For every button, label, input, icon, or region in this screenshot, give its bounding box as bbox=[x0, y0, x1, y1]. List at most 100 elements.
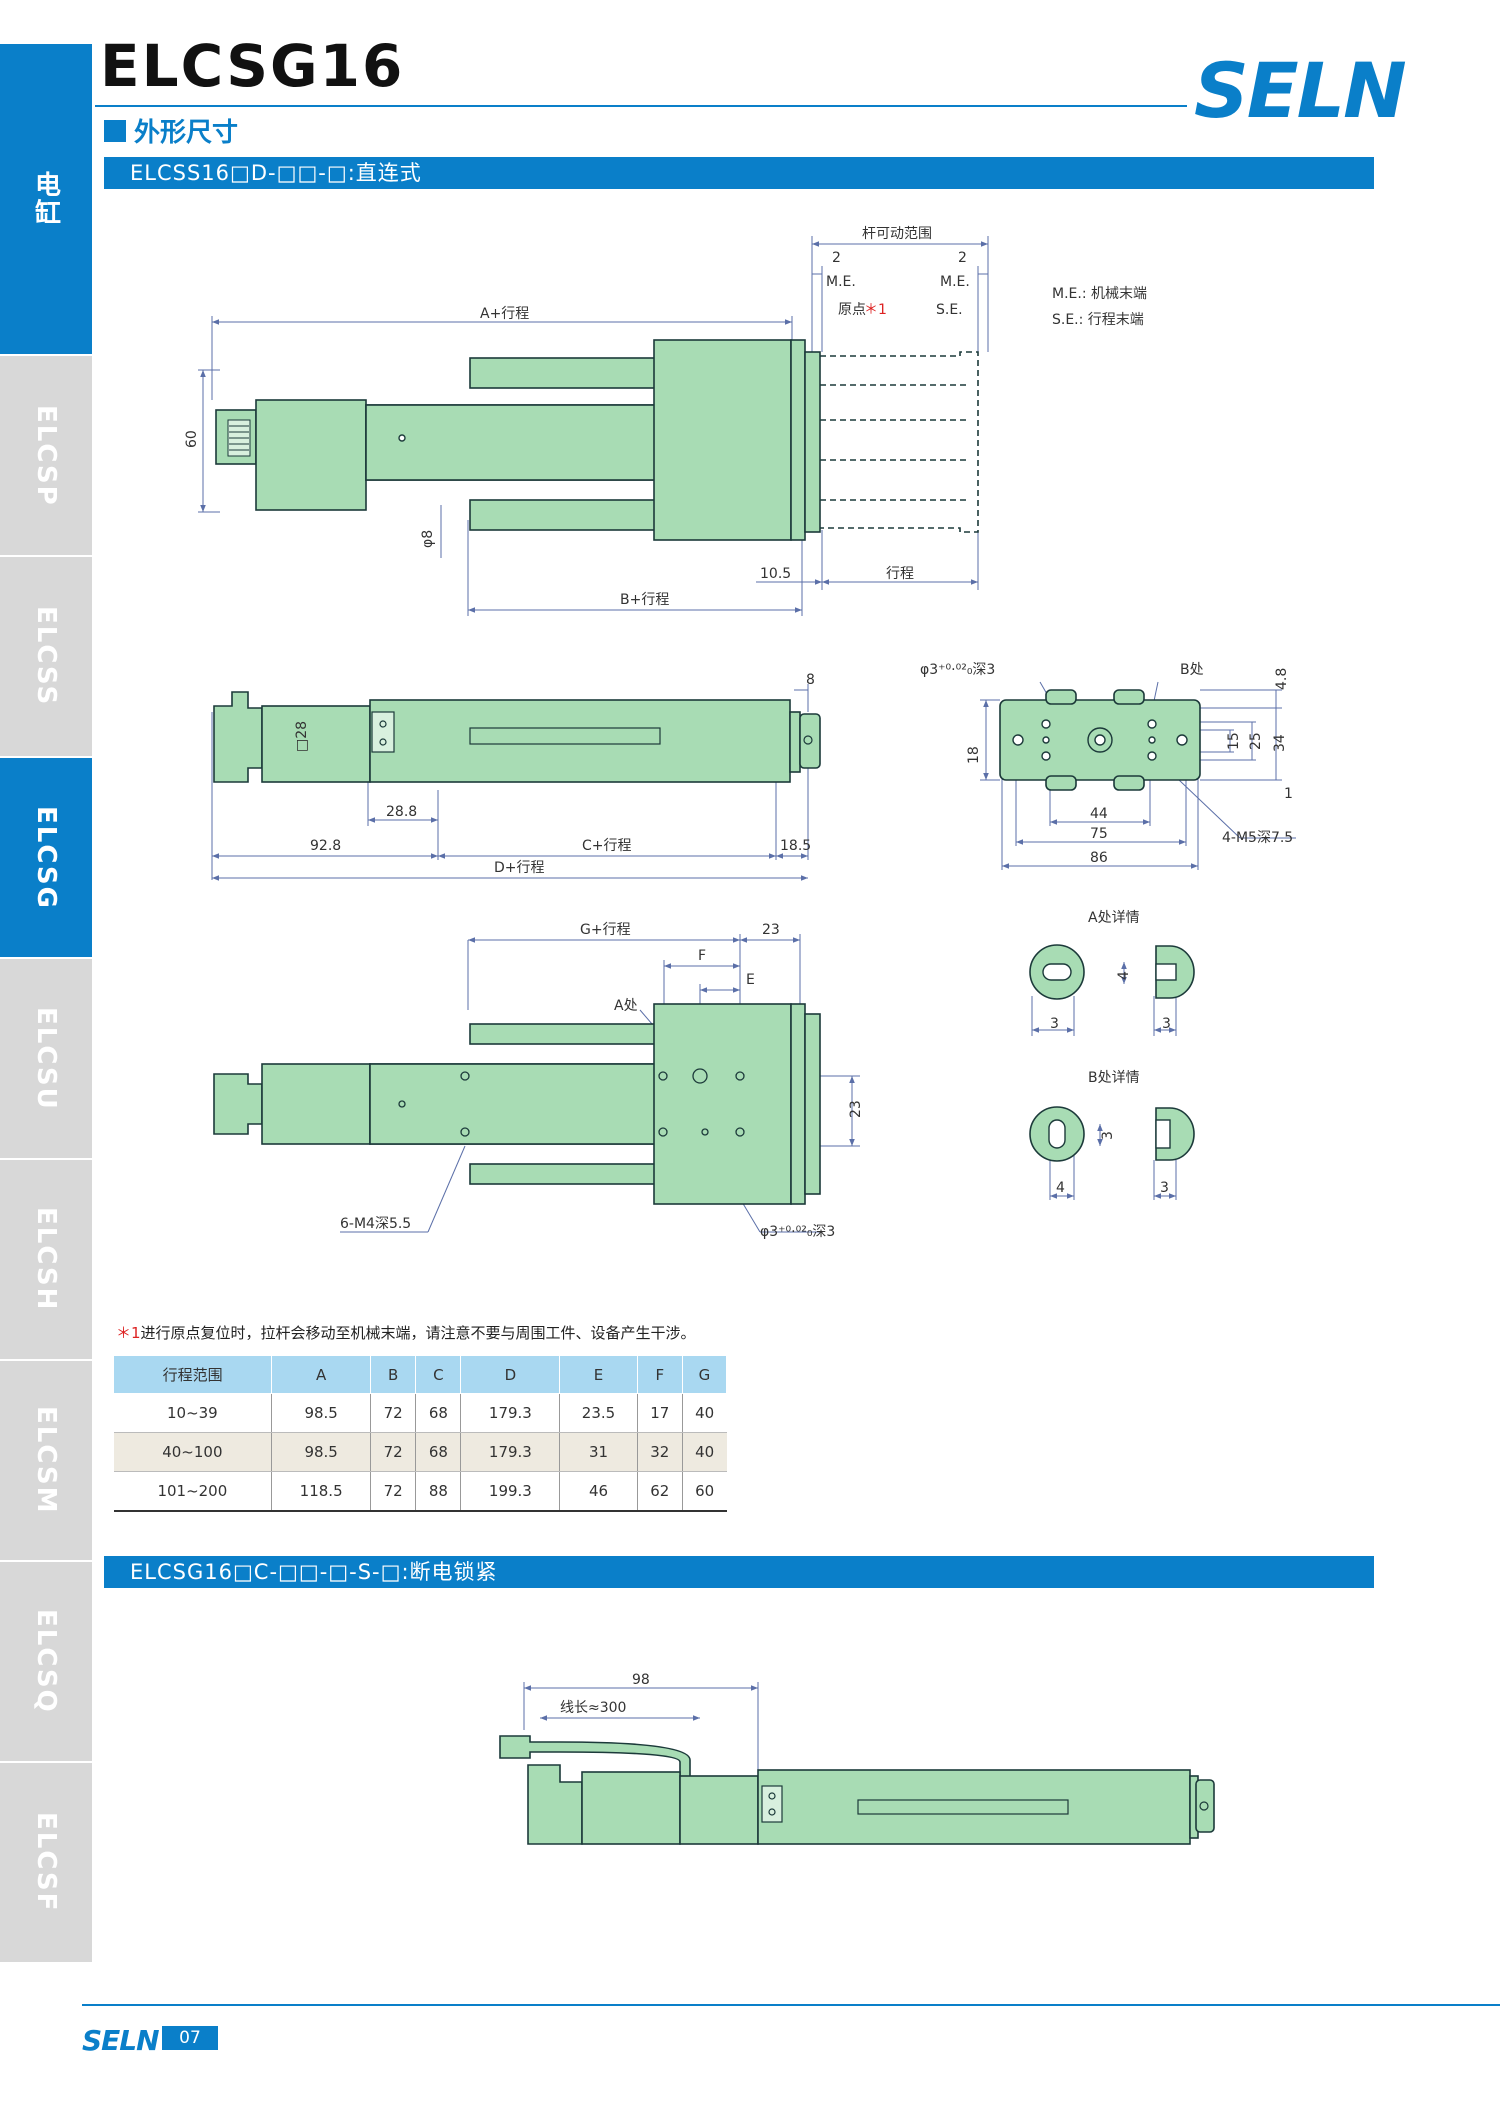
table-cell: 10~39 bbox=[113, 1393, 273, 1433]
dim-me-right: M.E. bbox=[940, 274, 970, 290]
table-row: 10~39 98.5 72 68 179.3 23.5 17 40 bbox=[113, 1393, 727, 1433]
tab-elcsf[interactable]: ELCSF bbox=[0, 1763, 92, 1964]
stroke-spec-table: 行程范围 A B C D E F G 10~39 98.5 72 68 179.… bbox=[112, 1355, 728, 1512]
tab-elcsu[interactable]: ELCSU bbox=[0, 959, 92, 1160]
dim-rod-range: 杆可动范围 bbox=[862, 225, 932, 242]
table-header-row: 行程范围 A B C D E F G bbox=[112, 1355, 728, 1394]
section-bar-brake: ELCSG16□C-□□-□-S-□:断电锁紧 bbox=[104, 1556, 1374, 1588]
tab-label: ELCSM bbox=[31, 1406, 61, 1515]
tab-label: ELCSG bbox=[31, 805, 61, 910]
dim-15: 15 bbox=[1226, 732, 1242, 750]
dim-b-stroke: B+行程 bbox=[620, 592, 669, 608]
footer-divider bbox=[82, 2004, 1500, 2006]
table-cell: 40~100 bbox=[113, 1432, 273, 1472]
dim-g-stroke: G+行程 bbox=[580, 922, 631, 938]
detail-b-4: 4 bbox=[1056, 1180, 1065, 1196]
table-header: B bbox=[370, 1355, 417, 1394]
tab-elcsq[interactable]: ELCSQ bbox=[0, 1562, 92, 1763]
tab-label: ELCSH bbox=[31, 1207, 61, 1312]
dim-m5: 4-M5深7.5 bbox=[1222, 830, 1293, 846]
dim-34: 34 bbox=[1272, 734, 1288, 752]
tab-elcsp[interactable]: ELCSP bbox=[0, 356, 92, 557]
table-cell: 101~200 bbox=[113, 1471, 273, 1512]
dim-sq28: □28 bbox=[294, 721, 310, 752]
table-cell: 179.3 bbox=[460, 1432, 561, 1472]
dim-star1: ＊1 bbox=[864, 302, 887, 318]
table-cell: 46 bbox=[559, 1471, 638, 1512]
table-row: 40~100 98.5 72 68 179.3 31 32 40 bbox=[113, 1432, 727, 1472]
tab-label: ELCSU bbox=[31, 1006, 61, 1111]
table-cell: 40 bbox=[682, 1432, 727, 1472]
dim-phi3-top: φ3⁺⁰·⁰²₀深3 bbox=[920, 662, 995, 678]
footer-logo: SELN bbox=[82, 2024, 160, 2057]
dim-23-side: 23 bbox=[848, 1100, 864, 1118]
tab-elcsm[interactable]: ELCSM bbox=[0, 1361, 92, 1562]
dim-me-left: M.E. bbox=[826, 274, 856, 290]
section-title: 外形尺寸 bbox=[104, 112, 238, 149]
dim-18: 18 bbox=[966, 746, 982, 764]
table-header: E bbox=[559, 1355, 638, 1394]
table-cell: 118.5 bbox=[271, 1471, 372, 1512]
page-title: ELCSG16 bbox=[100, 32, 405, 100]
table-cell: 72 bbox=[370, 1393, 417, 1433]
detail-b-3-right: 3 bbox=[1160, 1180, 1169, 1196]
legend-se: S.E.: 行程末端 bbox=[1052, 312, 1144, 328]
dim-2-right: 2 bbox=[958, 250, 967, 266]
tab-elcsh[interactable]: ELCSH bbox=[0, 1160, 92, 1361]
dim-8: 8 bbox=[806, 672, 815, 688]
tab-label: ELCSQ bbox=[31, 1609, 61, 1714]
tab-label: 电缸 bbox=[30, 171, 61, 227]
table-cell: 17 bbox=[637, 1393, 683, 1433]
note-text: 进行原点复位时，拉杆会移动至机械末端，请注意不要与周围工件、设备产生干涉。 bbox=[140, 1324, 696, 1342]
note-star: ＊1 bbox=[116, 1324, 141, 1342]
table-header: F bbox=[636, 1355, 683, 1394]
dim-cable: 线长≈300 bbox=[560, 1700, 626, 1716]
dim-92-8: 92.8 bbox=[310, 838, 341, 854]
section-title-text: 外形尺寸 bbox=[134, 118, 239, 148]
detail-a-4: 4 bbox=[1116, 971, 1132, 980]
dim-c-stroke: C+行程 bbox=[582, 838, 632, 854]
dim-a-mark: A处 bbox=[614, 998, 638, 1014]
table-header: G bbox=[681, 1355, 728, 1394]
header-divider bbox=[95, 105, 1187, 107]
detail-b-3: 3 bbox=[1100, 1131, 1116, 1140]
table-cell: 98.5 bbox=[271, 1393, 372, 1433]
table-cell: 98.5 bbox=[271, 1432, 372, 1472]
table-cell: 68 bbox=[415, 1432, 462, 1472]
table-cell: 32 bbox=[637, 1432, 683, 1472]
dim-e: E bbox=[746, 972, 755, 988]
dim-98: 98 bbox=[632, 1672, 650, 1688]
table-cell: 88 bbox=[415, 1471, 462, 1512]
table-cell: 62 bbox=[637, 1471, 683, 1512]
table-cell: 31 bbox=[559, 1432, 638, 1472]
detail-a-3-right: 3 bbox=[1162, 1016, 1171, 1032]
tab-electric-cylinder[interactable]: 电缸 bbox=[0, 44, 92, 356]
dim-75: 75 bbox=[1090, 826, 1108, 842]
table-header: C bbox=[415, 1355, 462, 1394]
dim-28-8: 28.8 bbox=[386, 804, 417, 820]
origin-note: ＊1进行原点复位时，拉杆会移动至机械末端，请注意不要与周围工件、设备产生干涉。 bbox=[116, 1322, 696, 1343]
dim-origin: 原点 bbox=[838, 302, 866, 318]
dim-b-mark: B处 bbox=[1180, 662, 1204, 678]
square-bullet-icon bbox=[104, 119, 126, 142]
dim-10-5: 10.5 bbox=[760, 566, 791, 582]
dim-4-8: 4.8 bbox=[1274, 668, 1290, 690]
dim-f: F bbox=[698, 948, 706, 964]
table-row: 101~200 118.5 72 88 199.3 46 62 60 bbox=[113, 1471, 727, 1512]
dim-se: S.E. bbox=[936, 302, 963, 318]
dim-86: 86 bbox=[1090, 850, 1108, 866]
table-header: A bbox=[271, 1355, 372, 1394]
tab-label: ELCSP bbox=[31, 404, 61, 507]
dim-a-stroke: A+行程 bbox=[480, 306, 529, 322]
table-cell: 40 bbox=[682, 1393, 727, 1433]
table-cell: 72 bbox=[370, 1471, 417, 1512]
tab-elcss[interactable]: ELCSS bbox=[0, 557, 92, 758]
page-number: 07 bbox=[162, 2026, 218, 2050]
dim-2-left: 2 bbox=[832, 250, 841, 266]
dim-18-5: 18.5 bbox=[780, 838, 811, 854]
dim-60: 60 bbox=[184, 430, 200, 448]
tab-elcsg[interactable]: ELCSG bbox=[0, 758, 92, 959]
table-header: 行程范围 bbox=[112, 1355, 273, 1394]
dim-1: 1 bbox=[1284, 786, 1293, 802]
dim-d-stroke: D+行程 bbox=[494, 860, 545, 876]
